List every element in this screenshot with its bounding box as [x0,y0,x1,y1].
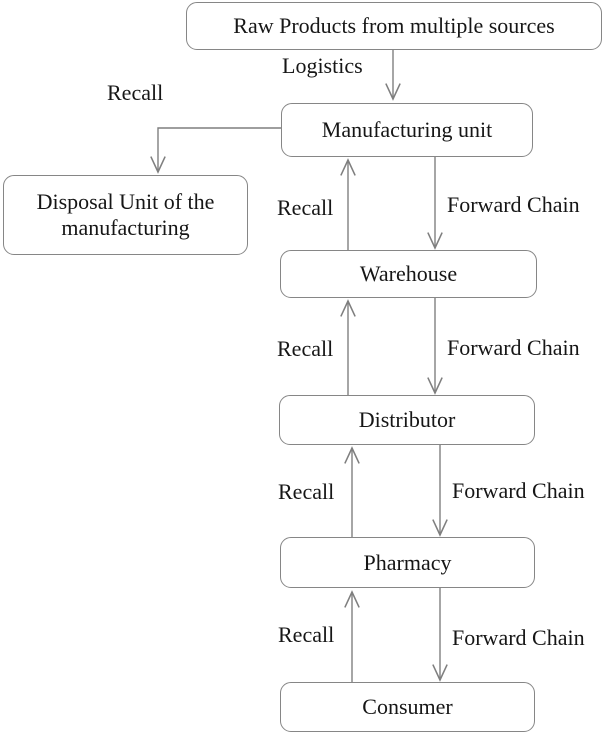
node-consumer: Consumer [280,682,535,732]
recall-arrow-manufacturing-to-disposal [150,127,281,174]
node-manufacturing-unit: Manufacturing unit [281,103,533,157]
edge-label-forward-chain-pharmacy: Forward Chain [452,478,585,503]
edge-label-forward-chain-consumer: Forward Chain [452,625,585,650]
node-disposal-unit: Disposal Unit of the manufacturing [3,175,248,255]
edge-label-forward-chain-warehouse: Forward Chain [447,192,580,217]
node-warehouse: Warehouse [280,250,537,298]
node-distributor: Distributor [279,395,535,445]
node-pharmacy: Pharmacy [280,537,535,588]
edge-label-recall-consumer: Recall [278,622,335,647]
edge-label-forward-chain-distributor: Forward Chain [447,335,580,360]
edge-label-recall-distributor: Recall [277,336,334,361]
edge-label-recall-to-disposal: Recall [107,80,164,105]
node-raw-products: Raw Products from multiple sources [186,2,602,50]
edge-label-recall-pharmacy: Recall [278,479,335,504]
edge-label-logistics: Logistics [282,53,363,78]
edge-label-recall-warehouse: Recall [277,195,334,220]
